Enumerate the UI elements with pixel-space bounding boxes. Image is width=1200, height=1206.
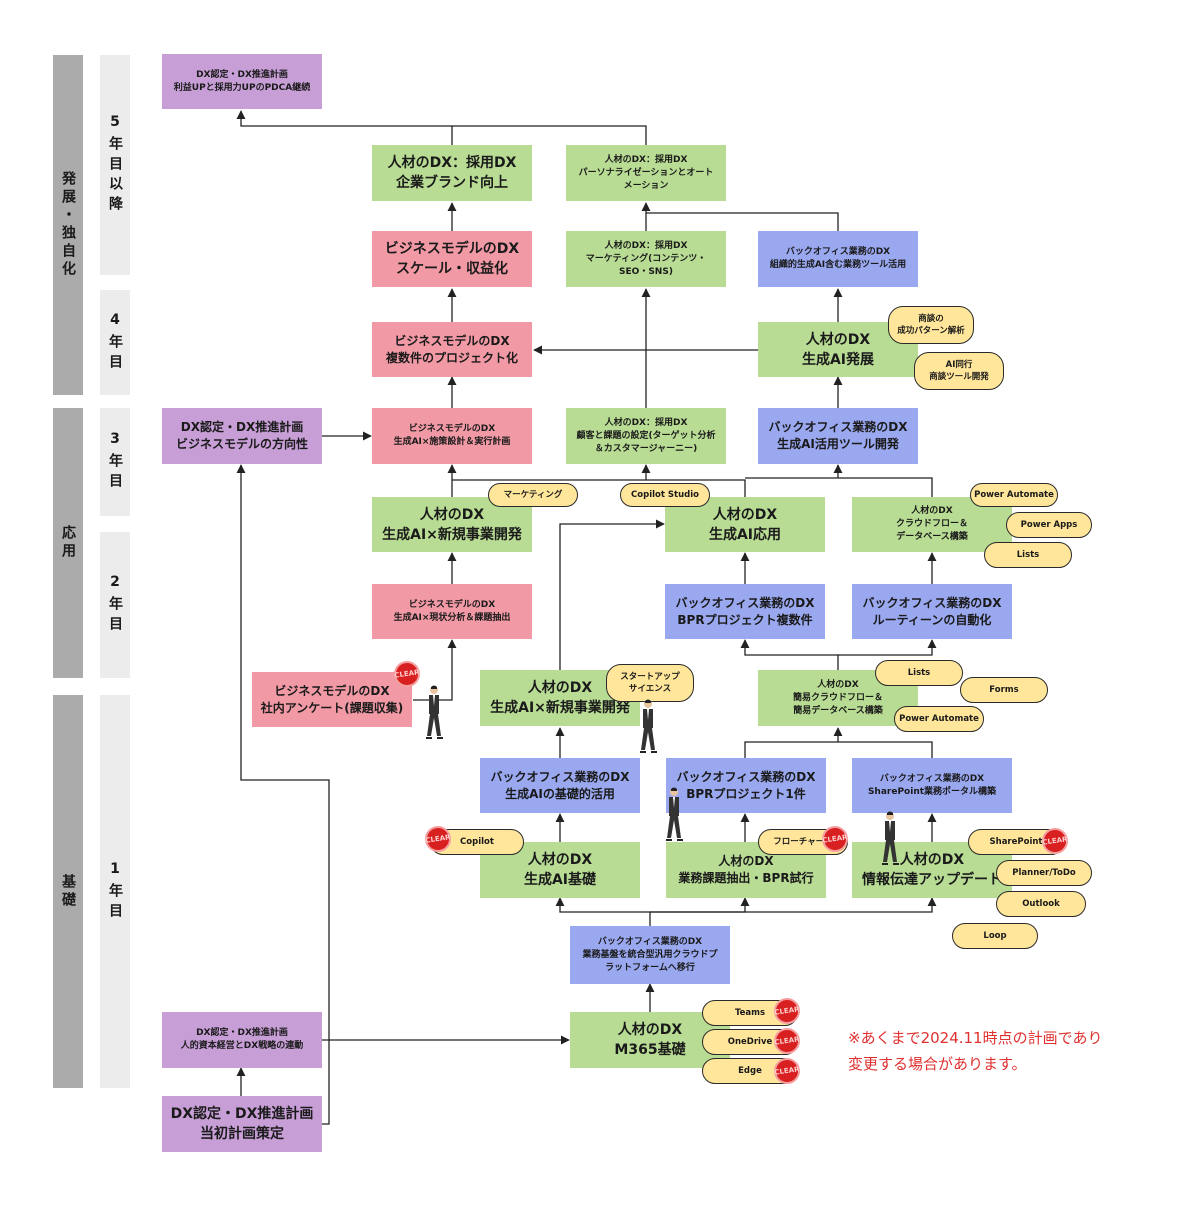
year-3: 3年目	[100, 408, 130, 516]
tag-loop: Loop	[952, 923, 1038, 949]
phase-development: 発展・独自化	[53, 55, 83, 395]
tag-lists-2: Lists	[984, 542, 1072, 568]
bo-sharepoint-box: バックオフィス業務のDX SharePoint業務ポータル構築	[852, 758, 1012, 813]
tag-copilot-studio: Copilot Studio	[620, 483, 710, 507]
bo-bpr-multi-box: バックオフィス業務のDX BPRプロジェクト複数件	[665, 584, 825, 639]
businessman-icon	[882, 811, 899, 865]
info-update-box: 人材のDX 情報伝達アップデート	[852, 842, 1012, 898]
bo-cloud-platform-box: バックオフィス業務のDX 業務基盤を統合型汎用クラウドプ ラットフォームへ移行	[570, 926, 730, 984]
tag-forms: Forms	[960, 677, 1048, 703]
customer-issue-box: 人材のDX：採用DX 顧客と課題の設定(ターゲット分析 ＆カスタマージャーニー)	[566, 408, 726, 464]
genai-apply-box: 人材のDX 生成AI応用	[665, 497, 825, 552]
tag-sales-pattern: 商談の 成功パターン解析	[888, 306, 974, 344]
personalize-box: 人材のDX：採用DX パーソナライゼーションとオート メーション	[566, 145, 726, 201]
tag-startup-science: スタートアップ サイエンス	[606, 664, 694, 702]
tag-power-automate-1: Power Automate	[894, 706, 984, 732]
businessman-icon	[426, 685, 443, 739]
tag-power-apps: Power Apps	[1006, 512, 1092, 538]
disclaimer-note: ※あくまで2024.11時点の計画であり 変更する場合があります。	[848, 1029, 1103, 1073]
genai-newbiz-1-box: 人材のDX 生成AI×新規事業開発	[480, 670, 640, 726]
scale-box: ビジネスモデルのDX スケール・収益化	[372, 231, 532, 287]
dx-plan-bm-box: DX認定・DX推進計画 ビジネスモデルの方向性	[162, 408, 322, 464]
multi-project-box: ビジネスモデルのDX 複数件のプロジェクト化	[372, 322, 532, 377]
bm-analysis-box: ビジネスモデルのDX 生成AI×現状分析＆課題抽出	[372, 584, 532, 639]
dx-plan-initial-box: DX認定・DX推進計画 当初計画策定	[162, 1096, 322, 1152]
year-2: 2年目	[100, 532, 130, 678]
businessman-icon	[640, 699, 657, 753]
tag-lists-1: Lists	[875, 660, 963, 686]
marketing-sns-box: 人材のDX：採用DX マーケティング(コンテンツ・ SEO・SNS)	[566, 231, 726, 287]
businessman-icon	[666, 787, 683, 841]
bm-survey-box: ビジネスモデルのDX 社内アンケート(課題収集)	[252, 672, 412, 727]
year-4: 4年目	[100, 290, 130, 395]
bo-org-ai-box: バックオフィス業務のDX 組織的生成AI含む業務ツール活用	[758, 231, 918, 287]
tag-outlook: Outlook	[996, 891, 1086, 917]
tag-power-automate-3: Power Automate	[970, 483, 1058, 507]
bm-plan-box: ビジネスモデルのDX 生成AI×施策設計＆実行計画	[372, 408, 532, 464]
bo-genai-tool-box: バックオフィス業務のDX 生成AI活用ツール開発	[758, 408, 918, 464]
tag-ai-companion: AI同行 商談ツール開発	[914, 352, 1004, 390]
dx-plan-hr-box: DX認定・DX推進計画 人的資本経営とDX戦略の連動	[162, 1012, 322, 1068]
task-extract-box: 人材のDX 業務課題抽出・BPR試行	[666, 842, 826, 898]
brand-box: 人材のDX：採用DX 企業ブランド向上	[372, 145, 532, 201]
year-1: 1年目	[100, 695, 130, 1088]
bo-basic-ai-box: バックオフィス業務のDX 生成AIの基礎的活用	[480, 758, 640, 813]
dx-plan-pdca-box: DX認定・DX推進計画 利益UPと採用力UPのPDCA継続	[162, 54, 322, 109]
tag-marketing: マーケティング	[488, 483, 578, 507]
year-5-plus: 5年目以降	[100, 55, 130, 275]
tag-planner: Planner/ToDo	[996, 860, 1092, 886]
phase-application: 応用	[53, 408, 83, 678]
genai-basic-box: 人材のDX 生成AI基礎	[480, 842, 640, 898]
bo-routine-box: バックオフィス業務のDX ルーティーンの自動化	[852, 584, 1012, 639]
bo-bpr-one-box: バックオフィス業務のDX BPRプロジェクト1件	[666, 758, 826, 813]
phase-foundation: 基礎	[53, 695, 83, 1088]
